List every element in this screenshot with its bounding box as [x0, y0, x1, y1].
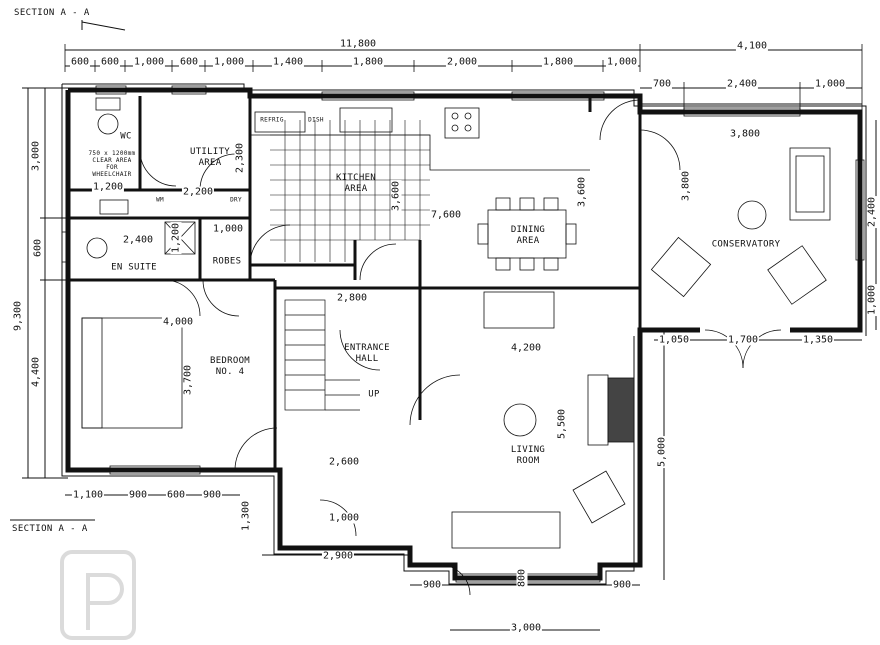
fixture-refrig: REFRIG [260, 116, 284, 124]
dim-right-2400: 2,400 [866, 195, 878, 229]
dim-top-1000c: 1,000 [605, 56, 639, 68]
dim-top-1800b: 1,800 [541, 56, 575, 68]
dim-porch-1000: 1,000 [327, 512, 361, 524]
dim-bottom-900b: 900 [201, 489, 223, 501]
room-label-robes: ROBES [212, 256, 242, 267]
dim-right-5000: 5,000 [656, 435, 668, 469]
dim-cons-1350: 1,350 [801, 334, 835, 346]
dim-bottom-1100: 1,100 [71, 489, 105, 501]
dim-bay-900-right: 900 [611, 579, 633, 591]
dim-utility-2300: 2,300 [234, 141, 246, 175]
dim-top-600a: 600 [69, 56, 91, 68]
dim-hall-2600: 2,600 [327, 456, 361, 468]
dim-living-5500: 5,500 [556, 407, 568, 441]
dim-7600: 7,600 [429, 209, 463, 221]
dim-left-3000: 3,000 [30, 139, 42, 173]
room-label-entrance-hall: ENTRANCE HALL [344, 343, 390, 364]
dim-ensuite-2400: 2,400 [121, 234, 155, 246]
dim-dining-3600: 3,600 [576, 175, 588, 209]
room-label-dining: DINING AREA [510, 225, 546, 246]
dim-robes-1000: 1,000 [211, 223, 245, 235]
dim-top-600c: 600 [178, 56, 200, 68]
dim-cons-3800: 3,800 [728, 128, 762, 140]
dim-cons-700: 700 [651, 78, 673, 90]
dim-overall-top: 11,800 [338, 38, 378, 50]
dim-conservatory-top: 4,100 [735, 40, 769, 52]
dim-top-600b: 600 [99, 56, 121, 68]
room-label-conservatory: CONSERVATORY [711, 239, 781, 250]
wheelchair-clear-area: 750 x 1200mm CLEAR AREA FOR WHEELCHAIR [88, 150, 136, 178]
dim-bay-3000: 3,000 [509, 622, 543, 634]
dim-left-600: 600 [32, 237, 44, 259]
room-label-kitchen: KITCHEN AREA [335, 173, 377, 194]
dim-top-1800a: 1,800 [351, 56, 385, 68]
dim-living-4200: 4,200 [509, 342, 543, 354]
dim-top-1000b: 1,000 [212, 56, 246, 68]
dim-bedroom-3700: 3,700 [182, 363, 194, 397]
dim-2200: 2,200 [181, 186, 215, 198]
dim-left-4400: 4,400 [30, 355, 42, 389]
dim-porch-1300: 1,300 [240, 499, 252, 533]
dim-cons-1050: 1,050 [657, 334, 691, 346]
dim-porch-2900: 2,900 [321, 550, 355, 562]
fixture-dry: DRY [230, 196, 242, 204]
room-label-utility: UTILITY AREA [189, 147, 231, 168]
room-label-wc: WC [120, 131, 132, 142]
dim-cons-1700: 1,700 [726, 334, 760, 346]
dim-3800-vertical: 3,800 [680, 169, 692, 203]
dim-top-2000: 2,000 [445, 56, 479, 68]
dim-overall-left: 9,300 [12, 299, 24, 333]
dim-top-1000a: 1,000 [132, 56, 166, 68]
dim-bottom-600: 600 [165, 489, 187, 501]
room-label-bedroom: BEDROOM NO. 4 [209, 356, 251, 377]
dim-kitchen-3600: 3,600 [390, 179, 402, 213]
room-label-en-suite: EN SUITE [111, 262, 157, 273]
fixture-wm: WM [156, 196, 164, 204]
fixture-dish: DISH [308, 116, 324, 124]
section-label-top: SECTION A - A [14, 8, 90, 18]
dim-cons-1000: 1,000 [813, 78, 847, 90]
dim-top-1400: 1,400 [271, 56, 305, 68]
dim-bottom-900a: 900 [127, 489, 149, 501]
dim-cons-2400: 2,400 [725, 78, 759, 90]
dim-bay-900-left: 900 [421, 579, 443, 591]
dim-bedroom-4000: 4,000 [161, 316, 195, 328]
dim-1200: 1,200 [91, 181, 125, 193]
section-label-bottom: SECTION A - A [12, 524, 88, 534]
dim-ensuite-1200: 1,200 [170, 221, 182, 255]
dim-right-1000: 1,000 [866, 283, 878, 317]
dim-bay-800: 800 [516, 567, 528, 589]
stairs-up-label: UP [368, 389, 380, 400]
dim-hall-2800: 2,800 [335, 292, 369, 304]
room-label-living: LIVING ROOM [510, 445, 546, 466]
